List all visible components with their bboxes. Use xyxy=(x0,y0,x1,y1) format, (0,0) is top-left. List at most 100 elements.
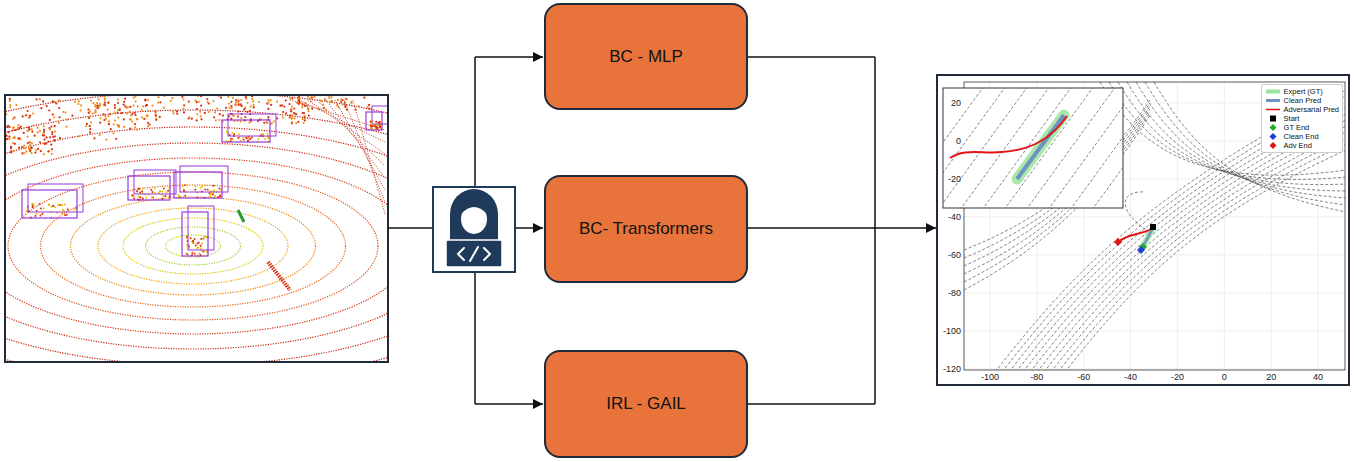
lidar-point xyxy=(304,119,306,121)
lidar-point xyxy=(39,130,41,132)
lidar-point xyxy=(108,115,110,117)
lidar-point xyxy=(264,138,266,140)
road-line xyxy=(1100,82,1345,175)
attacker-icon xyxy=(433,187,515,272)
lidar-point xyxy=(159,191,161,193)
lidar-point xyxy=(146,114,148,116)
lidar-point xyxy=(244,106,246,108)
legend-diamond xyxy=(1269,133,1276,140)
lidar-point xyxy=(44,143,46,145)
lidar-point xyxy=(219,195,221,197)
flow-line xyxy=(748,56,875,58)
lidar-point xyxy=(117,112,119,114)
lidar-point xyxy=(273,120,275,122)
lidar-point xyxy=(77,103,79,105)
lidar-point xyxy=(89,131,91,133)
lidar-point xyxy=(43,125,45,127)
lidar-point xyxy=(99,103,101,105)
lidar-point xyxy=(25,114,27,116)
lidar-point xyxy=(99,122,101,124)
lidar-point xyxy=(65,111,67,113)
lidar-point xyxy=(27,136,29,138)
lidar-point xyxy=(358,105,360,107)
lidar-point xyxy=(51,153,53,155)
process-box: IRL - GAIL xyxy=(544,350,748,458)
road-line xyxy=(943,88,1028,208)
lidar-point xyxy=(331,101,333,103)
lidar-point xyxy=(6,138,8,140)
lidar-point xyxy=(342,103,344,105)
lidar-point xyxy=(58,100,60,102)
lidar-point xyxy=(192,242,194,244)
lidar-point xyxy=(251,98,253,100)
lidar-point xyxy=(190,237,192,239)
lidar-point xyxy=(240,103,242,105)
lidar-point xyxy=(45,136,47,138)
legend-line xyxy=(1266,99,1280,102)
lidar-point xyxy=(137,105,139,107)
lidar-point xyxy=(303,122,305,124)
lidar-ring xyxy=(146,227,241,265)
lidar-point xyxy=(225,107,227,109)
lidar-point xyxy=(54,140,56,142)
lidar-point xyxy=(43,139,45,141)
lidar-point xyxy=(104,96,106,97)
lidar-point xyxy=(50,206,52,208)
lidar-ring xyxy=(6,127,387,361)
lidar-point xyxy=(370,124,372,126)
lidar-point xyxy=(58,122,60,124)
lidar-point xyxy=(95,111,97,113)
laptop xyxy=(446,240,502,267)
lidar-point xyxy=(85,125,87,127)
legend-entry: Clean Pred xyxy=(1265,96,1339,105)
lidar-point xyxy=(6,143,7,145)
lidar-point xyxy=(207,189,209,191)
lidar-point xyxy=(12,137,14,139)
lidar-point xyxy=(134,126,136,128)
flow-arrow xyxy=(475,56,543,58)
lidar-point xyxy=(220,189,222,191)
lidar-point xyxy=(150,189,152,191)
lidar-point xyxy=(134,96,136,98)
lidar-point xyxy=(243,108,245,110)
legend-line xyxy=(1266,109,1280,111)
bounding-box xyxy=(22,190,77,218)
lidar-point xyxy=(114,120,116,122)
lidar-point xyxy=(126,112,128,114)
lidar-point xyxy=(154,111,156,113)
lidar-structure xyxy=(344,100,385,202)
lidar-point xyxy=(109,113,111,115)
lidar-point xyxy=(320,100,322,102)
flow-arrow xyxy=(515,227,543,229)
lidar-point xyxy=(34,135,36,137)
lidar-point xyxy=(214,111,216,113)
lidar-point xyxy=(307,108,309,110)
lidar-point xyxy=(63,210,65,212)
legend-label: GT End xyxy=(1284,123,1310,132)
lidar-point xyxy=(267,108,269,110)
lidar-point xyxy=(93,137,95,139)
lidar-point xyxy=(266,121,268,123)
lidar-point xyxy=(11,129,13,131)
lidar-point xyxy=(159,116,161,118)
lidar-point xyxy=(27,130,29,132)
process-box: BC- Transformers xyxy=(544,175,748,283)
lidar-point xyxy=(209,192,211,194)
axis-tick-label: -40 xyxy=(1124,372,1137,382)
lidar-point xyxy=(258,101,260,103)
lidar-ring xyxy=(6,158,387,334)
lidar-point xyxy=(73,209,75,211)
lidar-point xyxy=(253,106,255,108)
lidar-point xyxy=(196,108,198,110)
lidar-ring xyxy=(41,185,346,307)
legend-label: Start xyxy=(1284,114,1300,123)
lidar-point xyxy=(25,151,27,153)
lidar-point xyxy=(283,106,285,108)
lidar-point xyxy=(104,115,106,117)
lidar-point xyxy=(291,106,293,108)
lidar-point xyxy=(266,122,268,124)
lidar-point xyxy=(6,126,8,128)
axis-tick-label: 20 xyxy=(1266,372,1276,382)
lidar-point xyxy=(291,118,293,120)
